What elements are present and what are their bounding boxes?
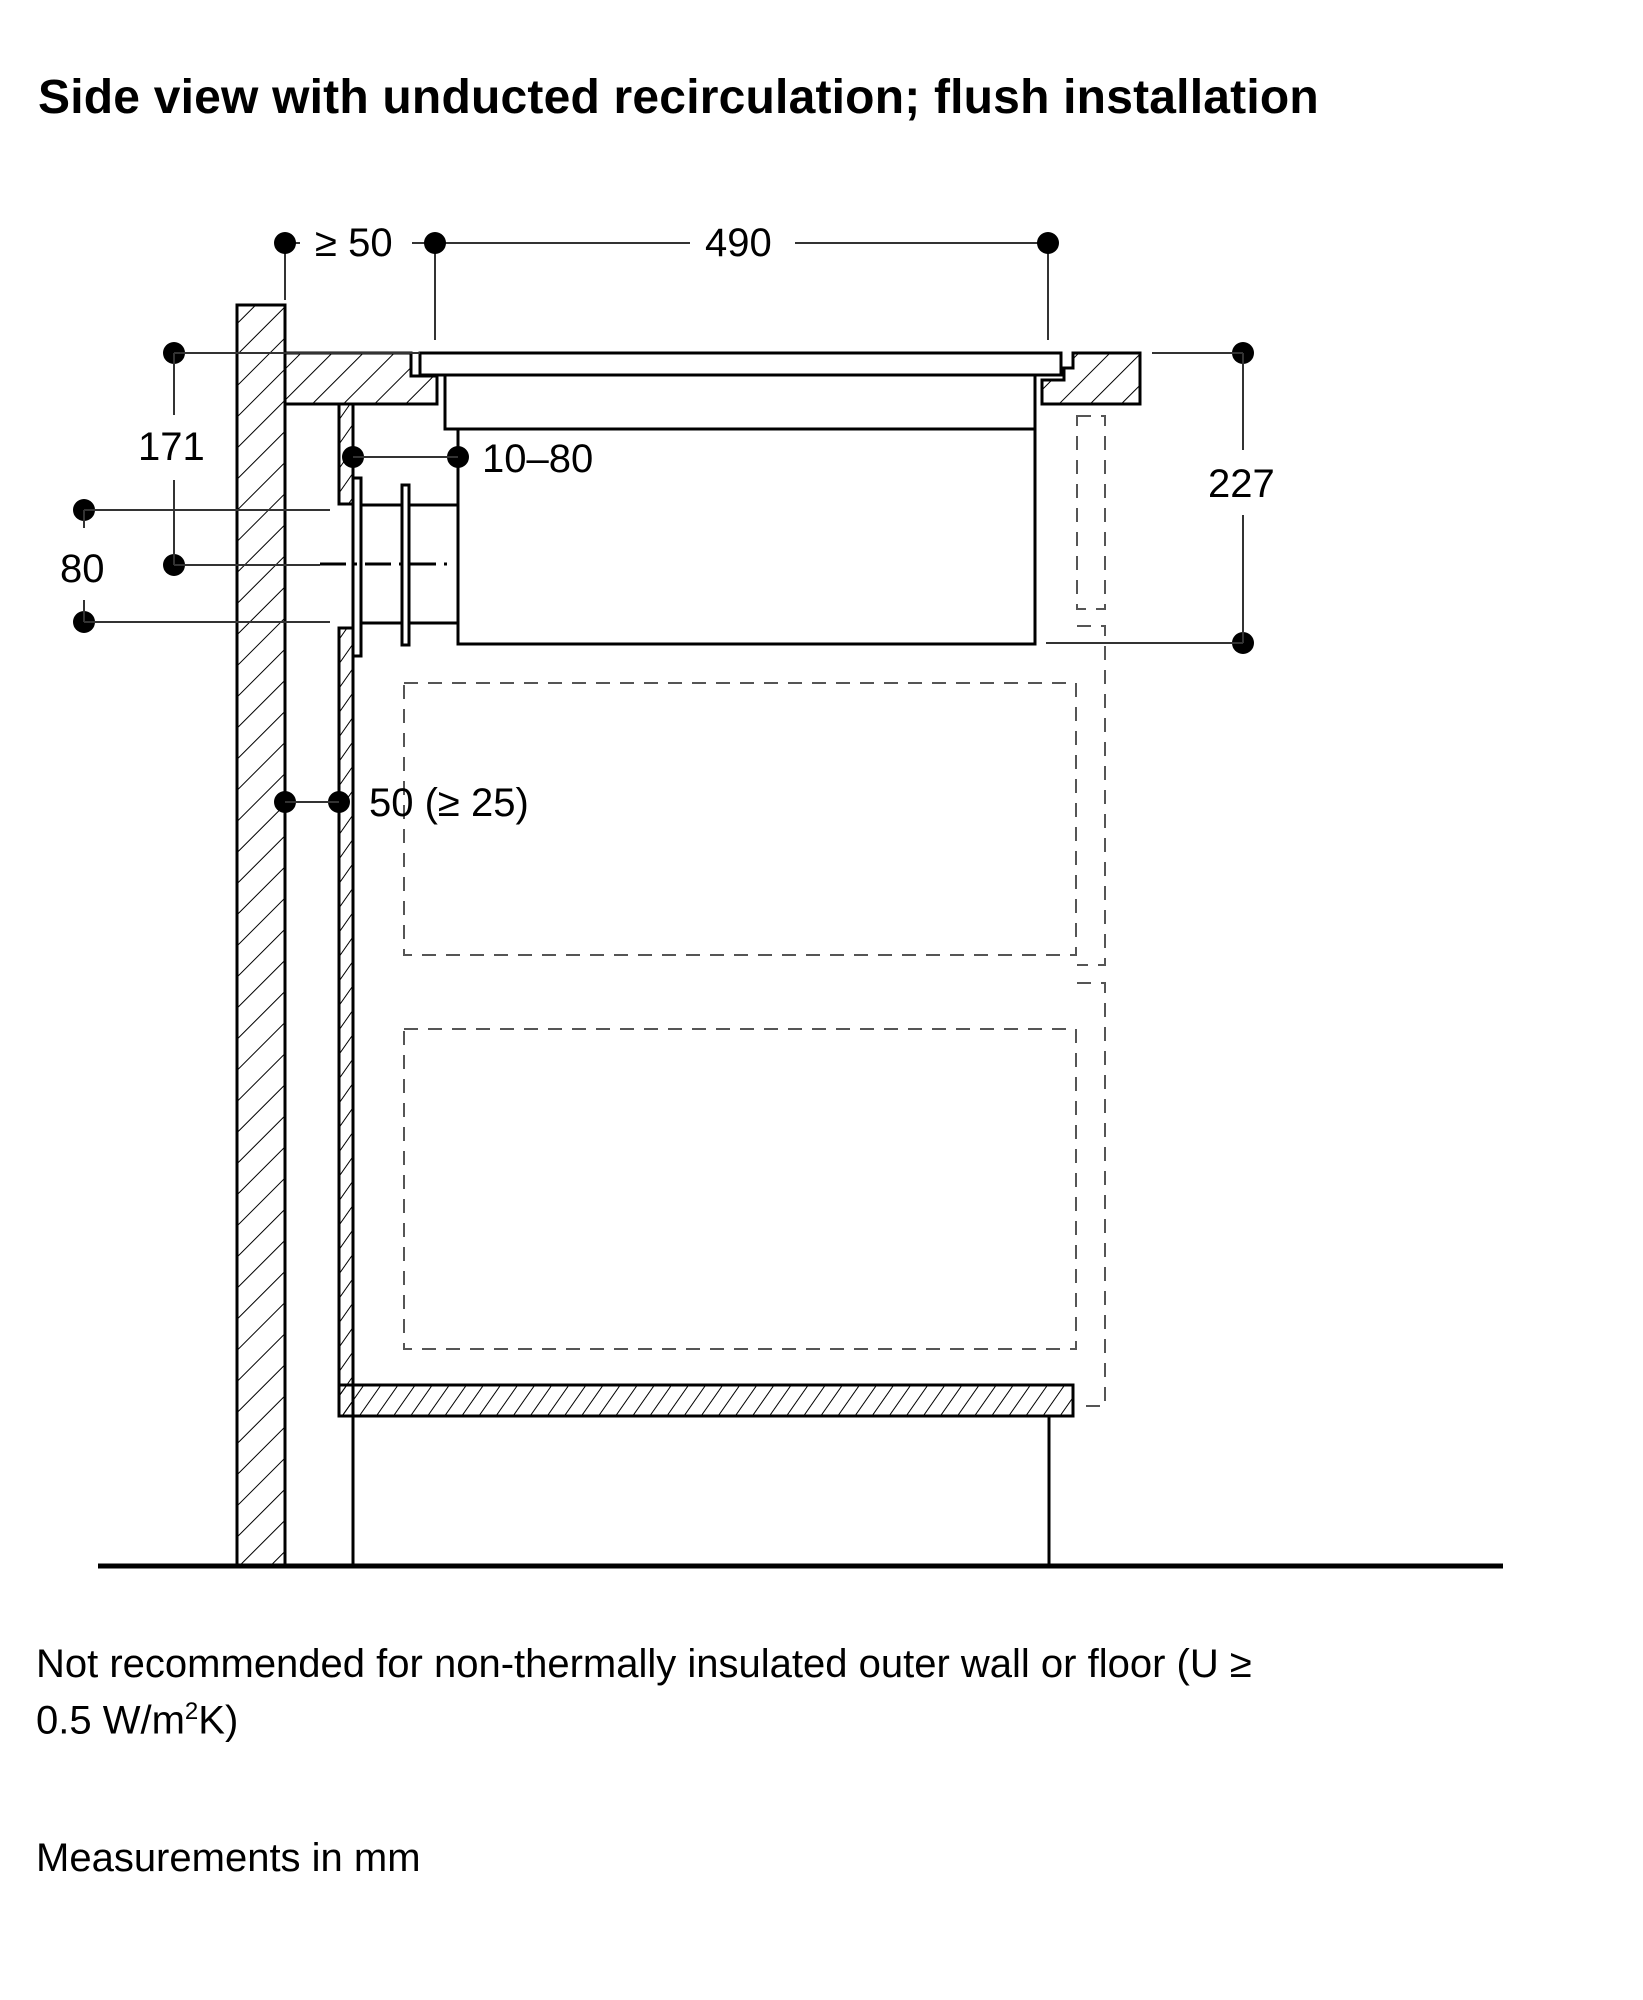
dim-80: 80	[60, 547, 105, 591]
superscript: 2	[184, 1698, 199, 1725]
countertop-left	[283, 351, 439, 406]
drawer-upper	[403, 682, 1077, 956]
countertop-right	[1040, 351, 1142, 406]
dimension-227	[1046, 352, 1244, 644]
insulation-note-line2: 0.5 W/m2K)	[36, 1688, 1456, 1744]
front-panel-top	[1076, 415, 1106, 610]
dim-wall-clearance: ≥ 50	[315, 221, 393, 265]
cabinet-base	[337, 1383, 1075, 1418]
dim-227: 227	[1208, 462, 1275, 506]
duct-connector	[320, 476, 460, 658]
insulation-note-line1: Not recommended for non-thermally insula…	[36, 1642, 1252, 1686]
dim-back-panel-gap: 50 (≥ 25)	[369, 781, 529, 825]
front-panel-bottom	[1077, 982, 1106, 1407]
measurement-units-note: Measurements in mm	[36, 1836, 421, 1880]
back-panel	[337, 402, 355, 1418]
drawer-lower	[403, 1028, 1077, 1350]
front-panel-middle	[1077, 625, 1106, 966]
dimension-top	[284, 242, 1049, 340]
insulation-unit: K)	[198, 1698, 239, 1743]
insulation-note: Not recommended for non-thermally insula…	[36, 1640, 1456, 1744]
fan-unit	[456, 427, 1037, 646]
wall	[235, 303, 287, 1568]
hob-body	[443, 373, 1037, 431]
dim-171: 171	[138, 425, 205, 469]
dim-duct-offset: 10–80	[482, 437, 593, 481]
dimension-80	[83, 509, 330, 623]
dimension-171	[173, 352, 420, 566]
page-title: Side view with unducted recirculation; f…	[38, 71, 1319, 124]
insulation-value: 0.5 W/m	[36, 1698, 185, 1743]
hob-glass-top	[418, 351, 1063, 377]
dim-hob-width: 490	[705, 221, 772, 265]
drawer-outlines	[403, 415, 1106, 1407]
